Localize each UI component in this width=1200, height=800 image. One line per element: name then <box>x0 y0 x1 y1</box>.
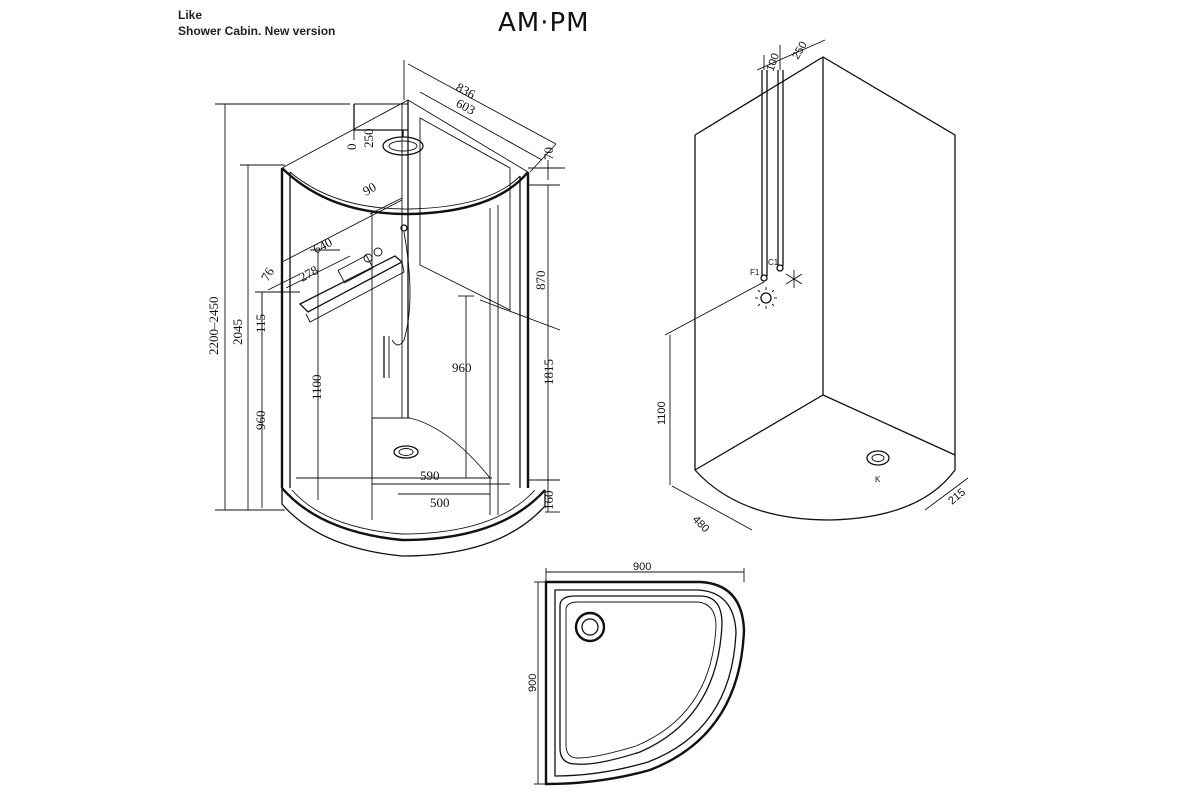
dim-label-603: 603 <box>454 95 478 117</box>
tray-width-label: 900 <box>633 561 651 573</box>
tray-height-label: 900 <box>527 674 539 692</box>
cold-water-snowflake-icon <box>785 270 803 288</box>
dim-label-70: 70 <box>541 147 556 160</box>
dim-label-870: 870 <box>533 271 548 291</box>
dim-label-480: 480 <box>690 514 711 535</box>
dim-label-115: 115 <box>253 314 268 333</box>
dim-label-500: 500 <box>430 495 450 510</box>
label-k: K <box>875 475 881 484</box>
label-f1: F1 <box>750 268 760 277</box>
dim-label-250-cabin: 250 <box>361 129 376 149</box>
dim-label-960-left: 960 <box>253 411 268 431</box>
dim-label-1815: 1815 <box>541 359 556 385</box>
tray-top-view: 900 900 <box>527 561 746 786</box>
dim-label-100: 100 <box>765 52 783 73</box>
dim-label-2200-2450: 2200–2450 <box>206 297 221 356</box>
dim-label-590: 590 <box>420 468 440 483</box>
dim-label-90: 90 <box>360 179 379 198</box>
dim-label-1100-install: 1100 <box>656 401 668 425</box>
dim-label-250-install: 250 <box>790 40 810 62</box>
dim-label-960-mid: 960 <box>452 360 472 375</box>
shower-cabin-drawing: 0 <box>206 60 565 557</box>
svg-text:0: 0 <box>344 144 359 151</box>
dim-label-1100-cabin: 1100 <box>309 374 324 400</box>
label-c1: C1 <box>768 258 779 267</box>
dim-label-76: 76 <box>258 264 278 283</box>
dim-label-640: 640 <box>310 234 334 256</box>
brand-logo: AM·PM <box>498 8 590 38</box>
dim-label-2045: 2045 <box>230 319 245 345</box>
product-title: Shower Cabin. New version <box>178 24 336 38</box>
dim-label-215: 215 <box>946 486 968 507</box>
hot-water-sun-icon <box>755 287 777 309</box>
dim-label-160: 160 <box>541 491 556 511</box>
series-name: Like <box>178 8 203 22</box>
installation-scheme: 100 250 1100 480 215 F1 C1 K <box>656 39 969 535</box>
